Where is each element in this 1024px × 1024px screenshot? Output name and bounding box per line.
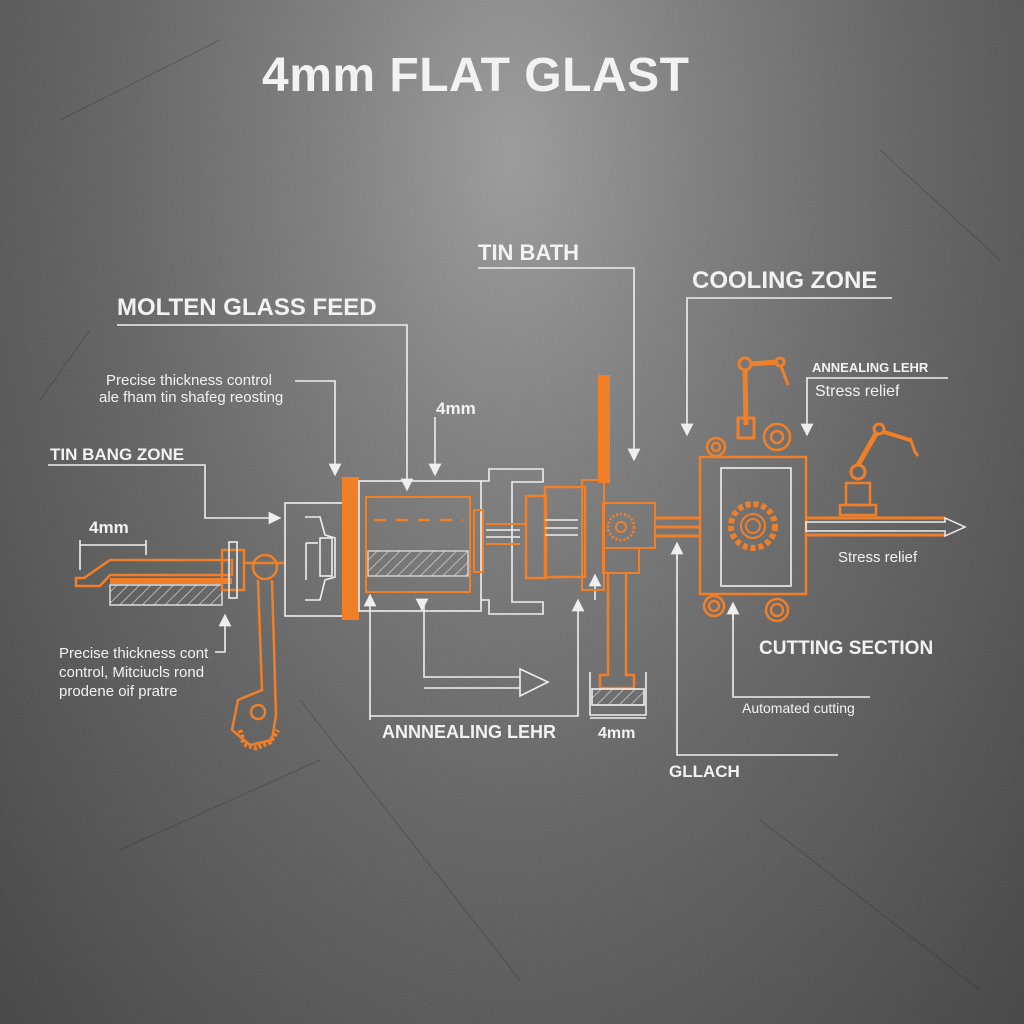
press-column (598, 573, 636, 690)
dim-4mm-left: 4mm (89, 518, 129, 537)
gear-icon (728, 501, 778, 551)
label-gllach: GLLACH (669, 762, 740, 781)
crank-arm (230, 553, 285, 751)
label-tin-bath: TIN BATH (478, 240, 580, 265)
page-title: 4mm FLAT GLAST (262, 49, 690, 102)
output-conveyor (805, 516, 967, 538)
label-annealing-lehr-bottom: ANNNEALING LEHR (382, 722, 556, 742)
dim-4mm-bottom: 4mm (598, 725, 636, 742)
gate-plate (342, 477, 359, 620)
note-precise-thickness-top-line1: Precise thickness control (106, 372, 272, 389)
label-stress-relief-top: Stress relief (815, 383, 900, 400)
scratches (39, 39, 1001, 991)
drive-gear-housing (602, 502, 700, 574)
dim-4mm-center: 4mm (436, 399, 476, 418)
furnace-chamber (358, 480, 482, 612)
leader-lines (48, 267, 948, 756)
feed-spout (74, 541, 246, 606)
label-tin-bang-zone: TIN BANG ZONE (50, 445, 185, 464)
label-cutting-section: CUTTING SECTION (759, 638, 934, 659)
robot-arm-icon (838, 422, 920, 517)
note-precise-thickness-bottom: Precise thickness cont control, Mitciucl… (59, 645, 209, 700)
robot-arm-icon (736, 356, 790, 440)
arrow-icon (805, 516, 967, 538)
label-molten-glass-feed: MOLTEN GLASS FEED (117, 294, 377, 321)
label-automated-cutting: Automated cutting (742, 700, 855, 716)
label-stress-relief-right: Stress relief (838, 549, 918, 566)
cooling-window (720, 467, 792, 587)
label-cooling-zone: COOLING ZONE (692, 267, 878, 294)
tin-bath-connector (473, 468, 544, 615)
note-precise-thickness-top-line2: ale fham tin shafeg reosting (99, 389, 284, 406)
label-annealing-lehr-top: ANNEALING LEHR (812, 360, 929, 375)
press-die (589, 672, 647, 719)
tin-bath-riser (598, 375, 610, 483)
